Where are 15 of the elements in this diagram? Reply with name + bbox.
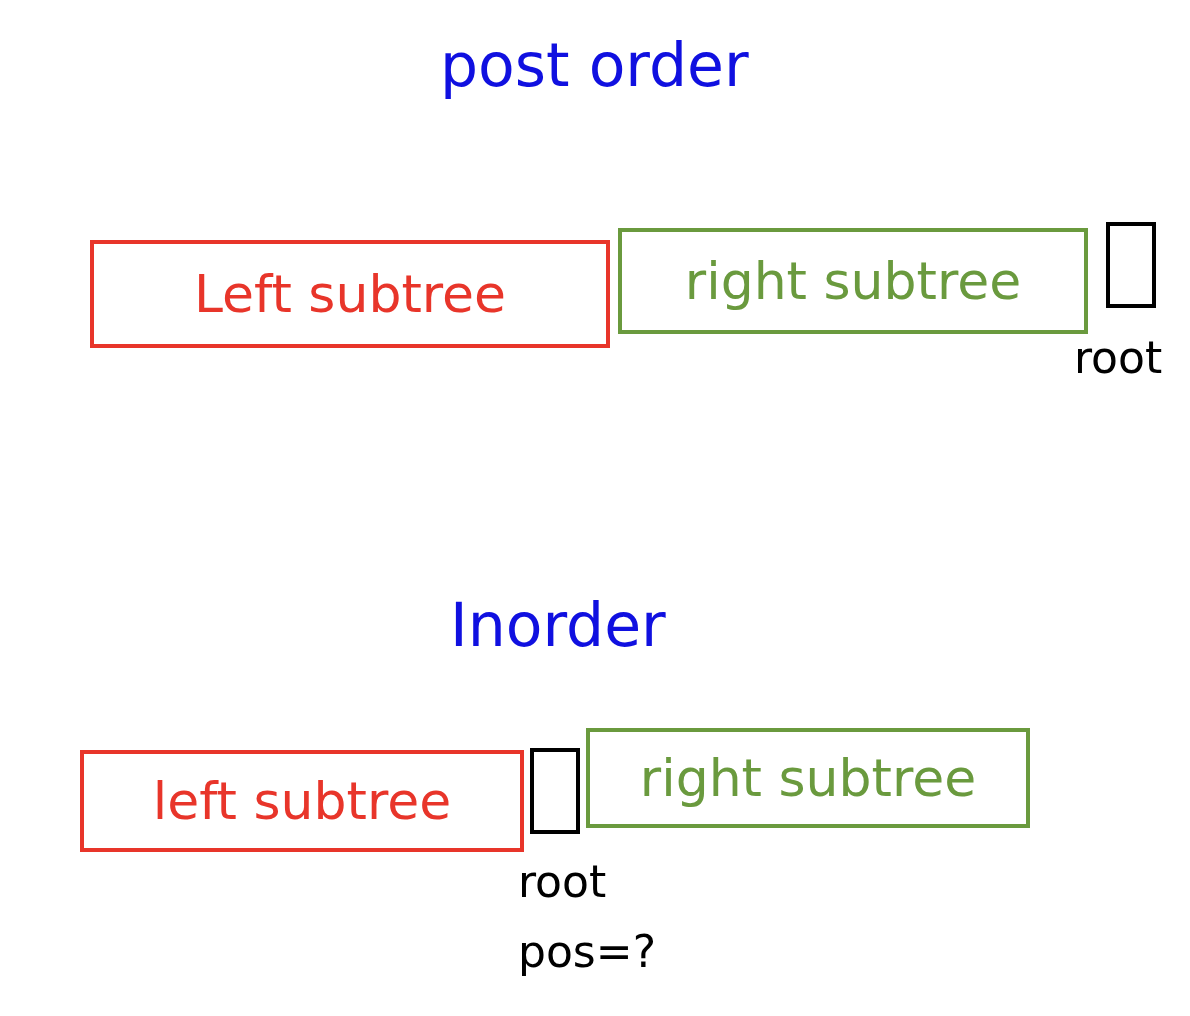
- root-label: root: [1074, 332, 1163, 383]
- subtree-box: [618, 228, 1088, 334]
- subtree-label: left subtree: [152, 771, 452, 831]
- section-heading: Inorder: [450, 590, 666, 660]
- root-label: root: [518, 856, 607, 907]
- subtree-box: [586, 728, 1030, 828]
- subtree-box: [80, 750, 524, 852]
- section-heading: post order: [440, 30, 749, 100]
- root-box: [1106, 222, 1156, 308]
- subtree-label: Left subtree: [194, 264, 506, 324]
- root-box: [530, 748, 580, 834]
- subtree-label: right subtree: [639, 748, 977, 808]
- subtree-label: right subtree: [684, 251, 1022, 311]
- position-note: pos=?: [518, 926, 656, 977]
- subtree-box: [90, 240, 610, 348]
